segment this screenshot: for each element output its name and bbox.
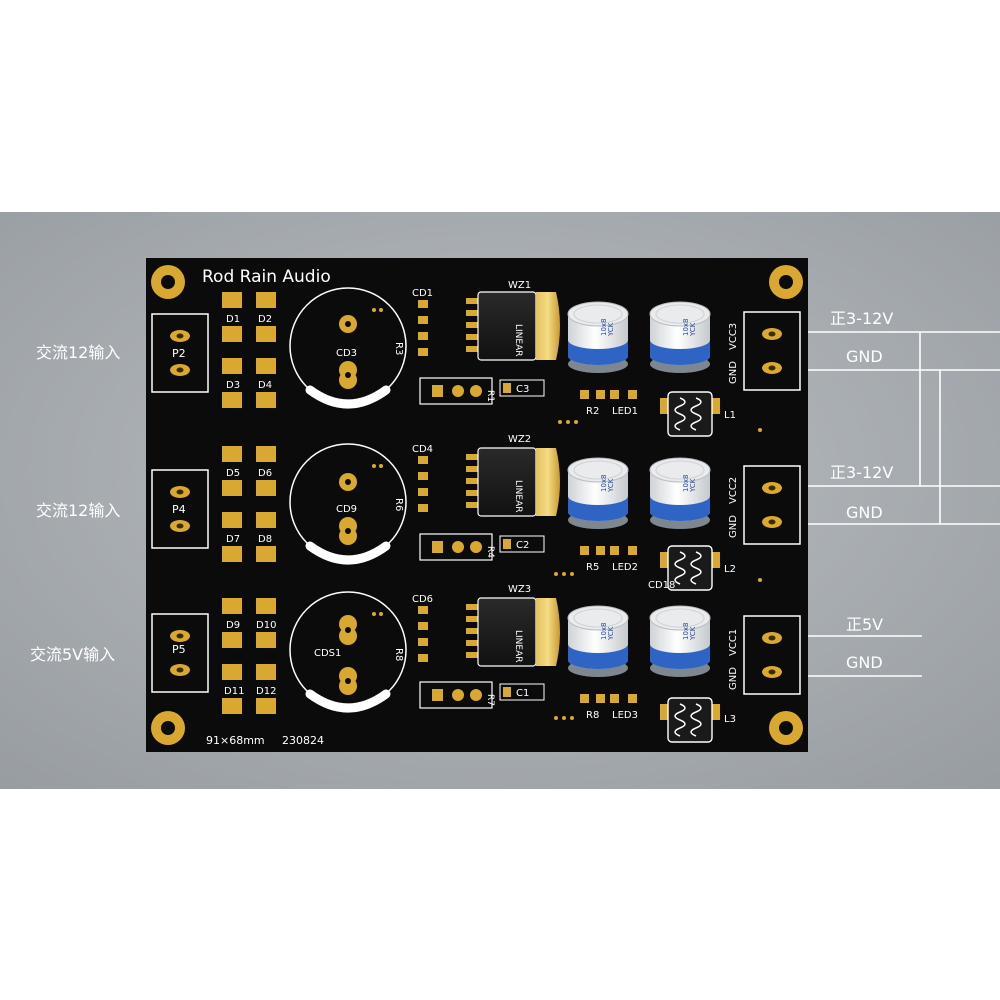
resistor-label-r8: R8	[393, 648, 404, 661]
cap-size-marking: 10x8	[682, 622, 690, 640]
regulator-logo: LINEAR	[513, 324, 523, 357]
small-cap-pads	[418, 300, 428, 662]
cap-size-marking: 10x8	[682, 318, 690, 336]
output-voltage-label-2: 正3-12V	[830, 463, 893, 482]
diode-label: D5	[226, 468, 240, 479]
diode-label: D7	[226, 534, 240, 545]
board-size-label: 91×68mm	[206, 734, 265, 747]
brand-title: Rod Rain Audio	[202, 267, 331, 287]
output-label-vcc1: VCC1	[728, 629, 739, 656]
led-pads	[580, 390, 637, 703]
cap-label-c3: C3	[516, 384, 529, 395]
resistor-label-r6: R6	[393, 498, 404, 511]
cap-label-c1: C1	[516, 688, 529, 699]
bulk-cap-label-cd9: CD9	[336, 504, 357, 515]
resistor-label-r3: R3	[393, 342, 404, 355]
cap-label-cd18: CD18	[648, 580, 675, 591]
cap-brand-marking: YCK	[689, 478, 697, 493]
cap-label-c2: C2	[516, 540, 529, 551]
bulk-cap-label-cd3: CD3	[336, 348, 357, 359]
output-voltage-label-3: 正5V	[846, 615, 883, 634]
output-gnd-label-2: GND	[846, 503, 883, 522]
inductor-label-l3: L3	[724, 714, 736, 725]
cap-brand-marking: YCK	[607, 322, 615, 337]
cap-size-marking: 10x8	[682, 474, 690, 492]
ac-input-label-3: 交流5V输入	[30, 645, 115, 664]
diode-label: D8	[258, 534, 272, 545]
connector-label-p2: P2	[172, 347, 186, 360]
led-label-3: LED3	[612, 710, 638, 721]
connector-label-p5: P5	[172, 643, 186, 656]
inductor-label-l2: L2	[724, 564, 736, 575]
resistor-label-r1: R1	[485, 390, 495, 402]
cap-brand-marking: YCK	[689, 322, 697, 337]
cap-brand-marking: YCK	[607, 626, 615, 641]
board-date-code: 230824	[282, 734, 324, 747]
connector-label-p4: P4	[172, 503, 186, 516]
ac-input-label-2: 交流12输入	[36, 501, 120, 520]
cap-size-marking: 10x8	[600, 318, 608, 336]
resistor-label-r8b: R8	[586, 710, 599, 721]
cap-label-cd1: CD1	[412, 288, 433, 299]
output-label-gnd: GND	[728, 515, 739, 538]
small-caps-c	[499, 379, 545, 701]
bulk-cap-label-cd91: CDS1	[314, 648, 341, 659]
inductor-label-l1: L1	[724, 410, 736, 421]
output-label-vcc3: VCC3	[728, 323, 739, 350]
resistor-label-r2: R2	[586, 406, 599, 417]
diode-label: D3	[226, 380, 240, 391]
cap-brand-marking: YCK	[607, 478, 615, 493]
cap-size-marking: 10x8	[600, 622, 608, 640]
output-gnd-label-3: GND	[846, 653, 883, 672]
cap-size-marking: 10x8	[600, 474, 608, 492]
resistor-blocks	[419, 377, 493, 709]
output-gnd-label-1: GND	[846, 347, 883, 366]
regulator-label-wz3: WZ3	[508, 584, 531, 595]
diode-labels: D1 D2 D3 D4 D5 D6 D7 D8 D9 D10 D11 D12	[224, 314, 276, 697]
cap-brand-marking: YCK	[689, 626, 697, 641]
regulator-label-wz2: WZ2	[508, 434, 531, 445]
diode-label: D1	[226, 314, 240, 325]
output-label-gnd: GND	[728, 361, 739, 384]
cap-label-cd6: CD6	[412, 594, 433, 605]
regulator-logo: LINEAR	[513, 630, 523, 663]
bulk-cap-footprints	[289, 287, 407, 713]
resistor-label-r5: R5	[586, 562, 599, 573]
output-annotation-lines	[802, 331, 1000, 677]
diode-label: D6	[258, 468, 272, 479]
resistor-label-r7: R7	[485, 694, 495, 706]
diode-label: D11	[224, 686, 244, 697]
output-voltage-label-1: 正3-12V	[830, 309, 893, 328]
output-label-vcc2: VCC2	[728, 477, 739, 504]
diode-label: D10	[256, 620, 276, 631]
led-label-2: LED2	[612, 562, 638, 573]
led-label-1: LED1	[612, 406, 638, 417]
regulator-logo: LINEAR	[513, 480, 523, 513]
resistor-label-r4: R4	[485, 546, 495, 558]
diode-label: D12	[256, 686, 276, 697]
vias	[554, 420, 762, 720]
output-label-gnd: GND	[728, 667, 739, 690]
diode-label: D4	[258, 380, 272, 391]
diode-label: D2	[258, 314, 272, 325]
ac-input-label-1: 交流12输入	[36, 343, 120, 362]
regulator-label-wz1: WZ1	[508, 280, 531, 291]
cap-label-cd4: CD4	[412, 444, 433, 455]
pcb-board: Rod Rain Audio P2 P4 P5 D1 D2 D3 D4 D5 D…	[146, 258, 808, 752]
diode-label: D9	[226, 620, 240, 631]
